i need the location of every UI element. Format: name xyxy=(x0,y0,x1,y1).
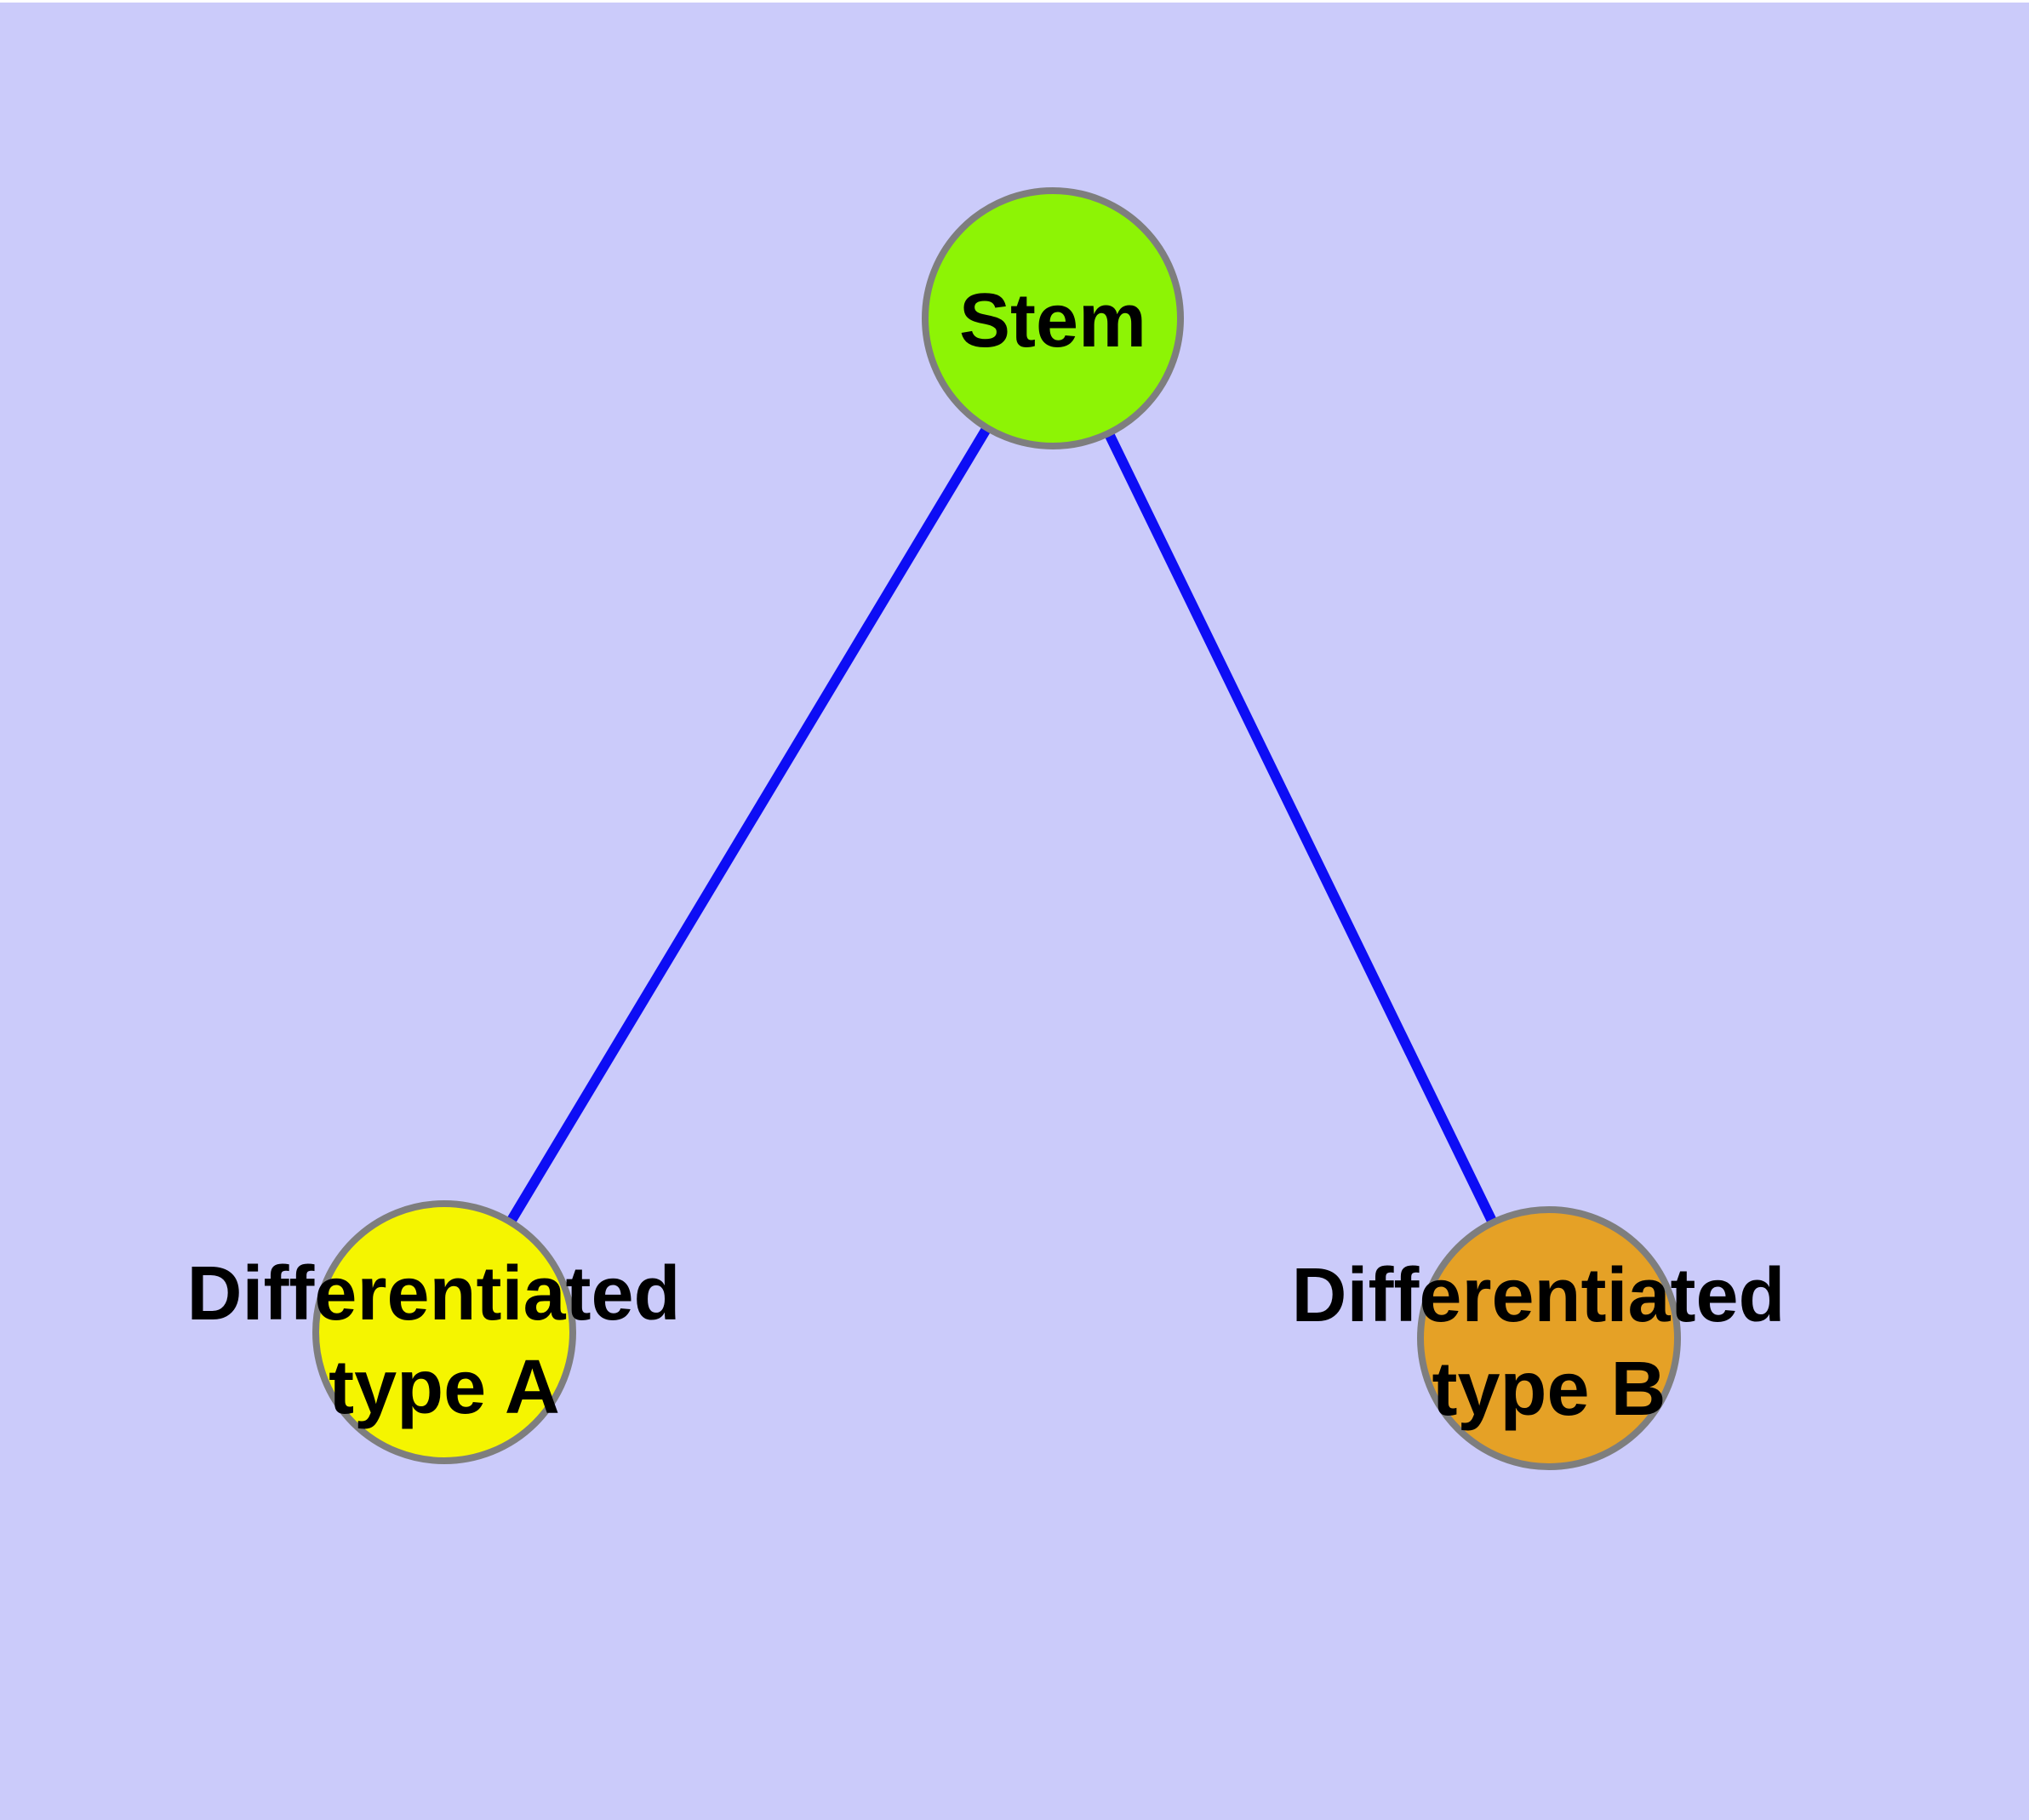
node-type-a-circle xyxy=(312,1200,576,1464)
node-stem-circle xyxy=(922,187,1184,449)
edge-stem-to-type-b xyxy=(1048,316,1554,1341)
node-type-b-label-line-2: type B xyxy=(1432,1347,1666,1432)
node-stem-label: Stem xyxy=(959,278,1146,363)
node-type-b-label: Differentiated type B xyxy=(1291,1253,1806,1432)
node-type-b-circle xyxy=(1417,1206,1681,1470)
node-type-a-label-line-2: type A xyxy=(329,1345,560,1430)
node-type-b-label-line-1: Differentiated xyxy=(1291,1253,1785,1338)
node-type-a-label-line-1: Differentiated xyxy=(186,1251,680,1336)
edge-stem-to-type-a xyxy=(439,315,1058,1336)
node-type-a-label: Differentiated type A xyxy=(186,1251,701,1430)
